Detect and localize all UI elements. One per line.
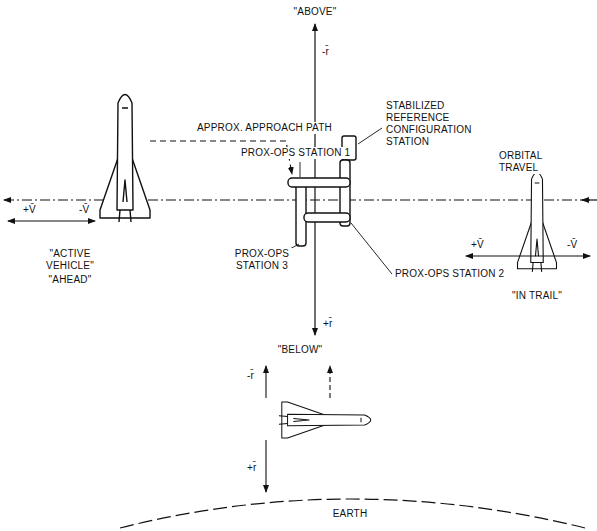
radial-arrow xyxy=(265,440,266,492)
axis-label: +V̄ xyxy=(22,204,37,216)
position-label: "ACTIVE VEHICLE" xyxy=(34,248,106,272)
velocity-arrow xyxy=(8,220,95,221)
axis-label: -r̄ xyxy=(246,370,255,382)
direction-label: ORBITAL TRAVEL xyxy=(498,150,556,174)
axis-label: +V̄ xyxy=(470,239,485,251)
part-label: PROX-OPS STATION 2 xyxy=(394,268,505,280)
radial-arrow xyxy=(265,366,266,398)
part-label: STABILIZED REFERENCE CONFIGURATION STATI… xyxy=(385,100,479,148)
earth-label: EARTH xyxy=(332,508,369,520)
radial-arrow xyxy=(329,366,330,398)
orbit-arrow xyxy=(582,199,597,200)
position-label: "BELOW" xyxy=(277,344,324,356)
active-vehicle-shuttle xyxy=(100,95,150,223)
part-label: PROX-OPS STATION 3 xyxy=(232,248,292,272)
part-label: PROX-OPS STATION 1 xyxy=(240,147,351,159)
position-label: "AHEAD" xyxy=(48,274,93,286)
below-shuttle xyxy=(279,402,371,438)
axis-label: -r̄ xyxy=(321,46,330,58)
axis-label: -V̄ xyxy=(566,239,578,251)
axis-label: -V̄ xyxy=(78,204,90,216)
direction-label: "ABOVE" xyxy=(293,6,338,18)
path-label: APPROX. APPROACH PATH xyxy=(196,122,333,134)
in-trail-shuttle xyxy=(518,172,557,271)
axis-label: +r̄ xyxy=(322,318,334,330)
position-label: "IN TRAIL" xyxy=(511,290,563,302)
earth-horizon xyxy=(120,499,585,528)
axis-label: +r̄ xyxy=(246,462,258,474)
velocity-arrow xyxy=(466,255,590,256)
